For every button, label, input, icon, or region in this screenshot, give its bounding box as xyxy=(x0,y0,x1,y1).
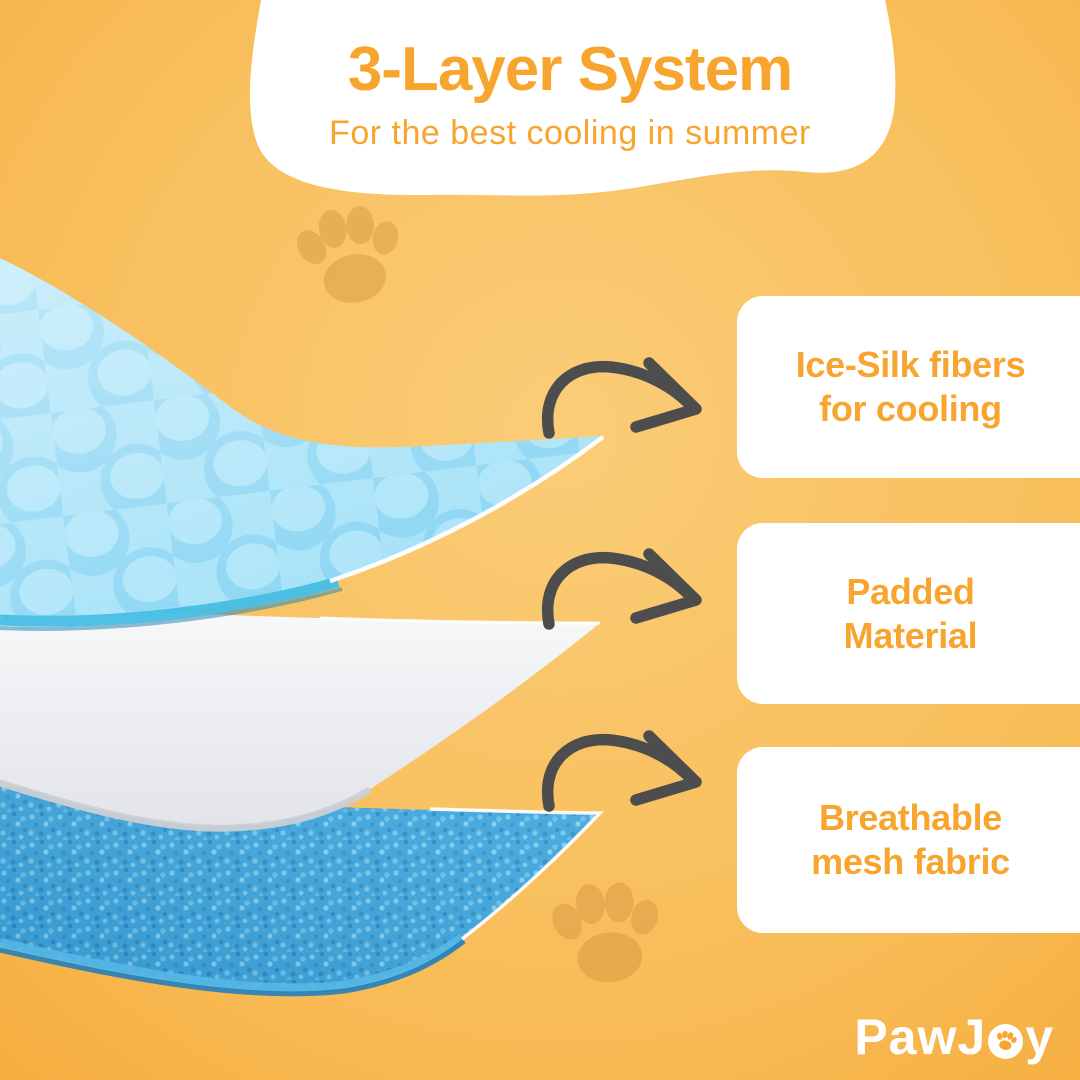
page-title: 3-Layer System xyxy=(347,35,793,104)
feature-card-mesh: Breathable mesh fabric xyxy=(737,747,1080,933)
page-subtitle: For the best cooling in summer xyxy=(329,114,811,152)
feature-card-ice-silk: Ice-Silk fibers for cooling xyxy=(737,296,1080,478)
feature-card-padded: Padded Material xyxy=(737,523,1080,704)
padded-material-sheet xyxy=(0,604,601,832)
curved-arrow-icon-top xyxy=(548,363,696,433)
breathable-mesh-sheet xyxy=(0,786,605,997)
curved-arrow-icon-bottom xyxy=(548,736,696,806)
curved-arrow-icon-middle xyxy=(548,554,696,624)
paw-print-watermark-top xyxy=(287,197,414,312)
feature-card-label: Breathable mesh fabric xyxy=(811,797,1010,882)
ice-silk-cooling-gel-sheet xyxy=(0,258,605,631)
feature-card-label: Ice-Silk fibers for cooling xyxy=(795,344,1026,429)
paw-icon xyxy=(993,1028,1019,1052)
brand-logo: PawJ y xyxy=(854,1009,1054,1065)
feature-card-label: Padded Material xyxy=(843,570,978,656)
logo-letter-o xyxy=(988,1024,1024,1059)
brand-logo-text-prefix: PawJ xyxy=(854,1009,987,1065)
paw-print-watermark-bottom xyxy=(544,876,670,989)
brand-logo-text-suffix: y xyxy=(1025,1009,1054,1065)
header-blob xyxy=(249,0,896,196)
